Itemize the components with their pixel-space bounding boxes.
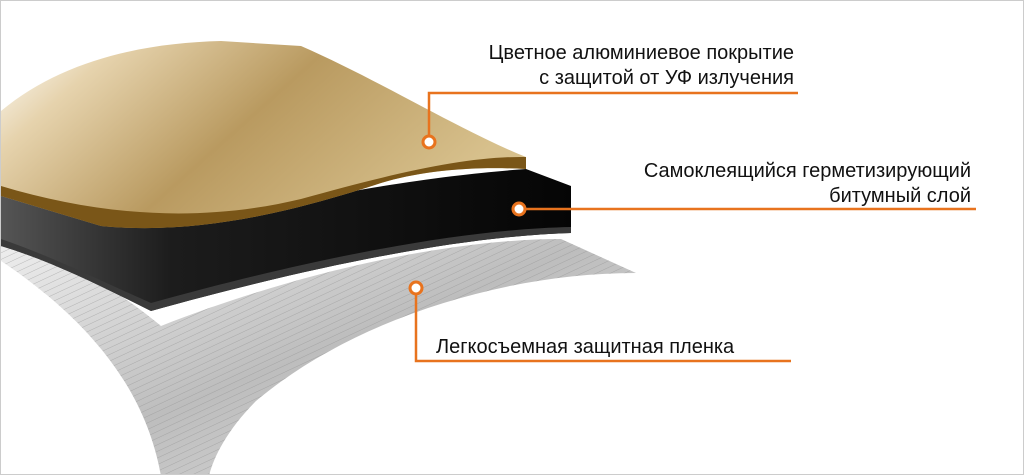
film-label: Легкосъемная защитная пленка [436, 335, 734, 360]
bitumen-label-line2: битумный слой [829, 185, 971, 207]
coating-label-line2: с защитой от УФ излучения [539, 67, 794, 89]
coating-leader-line [427, 91, 798, 142]
coating-label: Цветное алюминиевое покрытие с защитой о… [489, 41, 794, 91]
film-leader-line [414, 288, 791, 363]
bitumen-marker-dot [511, 201, 527, 217]
protective-film-layer [1, 226, 636, 474]
coating-label-line1: Цветное алюминиевое покрытие [488, 42, 794, 64]
bitumen-label-line1: Самоклеящийся герметизирующий [643, 160, 971, 182]
film-label-line1: Легкосъемная защитная пленка [436, 336, 735, 358]
aluminium-coating-layer [1, 41, 526, 229]
callout-lines [414, 91, 976, 363]
bitumen-label: Самоклеящийся герметизирующий битумный с… [644, 159, 971, 209]
callout-dots [408, 134, 527, 296]
coating-marker-dot [421, 134, 437, 150]
film-marker-dot [408, 280, 424, 296]
